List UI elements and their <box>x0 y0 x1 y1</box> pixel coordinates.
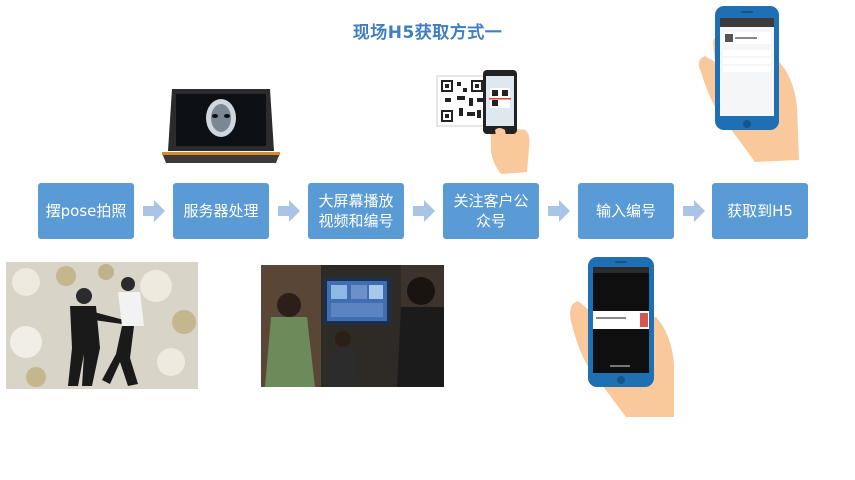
step-box-follow-account: 关注客户公众号 <box>443 183 539 239</box>
page-title: 现场H5获取方式一 <box>352 23 503 43</box>
qr-scan-image <box>433 68 533 176</box>
phone-hand-image-bottom <box>566 255 681 420</box>
step-box-pose: 摆pose拍照 <box>38 183 134 239</box>
arrow-right-icon <box>278 200 300 222</box>
arrow-right-icon <box>413 200 435 222</box>
step-label-server: 服务器处理 <box>183 202 259 220</box>
step-box-input-number: 输入编号 <box>578 183 674 239</box>
arrow-right-icon <box>143 200 165 222</box>
step-label-get-h5: 获取到H5 <box>727 202 793 220</box>
laptop-image <box>160 85 282 170</box>
step-label-big-screen: 大屏幕播放视频和编号 <box>318 192 394 230</box>
step-box-server: 服务器处理 <box>173 183 269 239</box>
step-box-get-h5: 获取到H5 <box>712 183 808 239</box>
arrow-right-icon <box>548 200 570 222</box>
arrow-right-icon <box>683 200 705 222</box>
step-label-follow-account: 关注客户公众号 <box>453 192 529 230</box>
photo-pose-booth <box>6 262 198 389</box>
phone-hand-image-top <box>693 2 803 164</box>
step-box-big-screen: 大屏幕播放视频和编号 <box>308 183 404 239</box>
step-label-pose: 摆pose拍照 <box>45 202 127 220</box>
step-label-input-number: 输入编号 <box>595 202 656 220</box>
photo-big-screen-crowd <box>261 265 444 387</box>
